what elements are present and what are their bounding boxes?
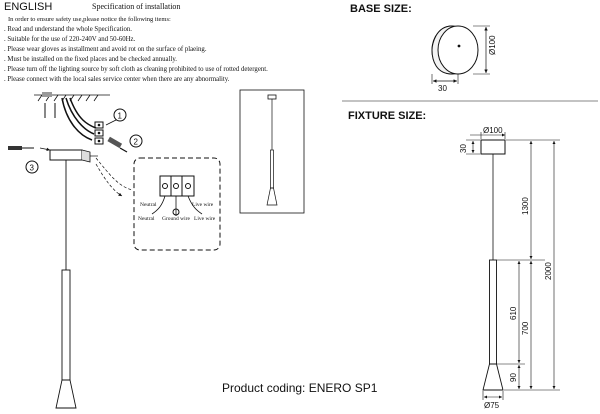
wire-label-neutral: Neutral (138, 216, 155, 222)
base-size-drawing (431, 25, 490, 84)
instruction-item: . Please turn off the lighting source by… (4, 66, 268, 73)
fixture-tube (489, 259, 497, 365)
instruction-item: . Must be installed on the fixed places … (4, 56, 178, 63)
terminal-block (159, 175, 195, 197)
language-label: ENGLISH (4, 1, 53, 13)
fixture-drawing (466, 132, 560, 400)
fixture-size-heading: FIXTURE SIZE: (348, 110, 427, 122)
terminal-parts (94, 121, 104, 145)
fixture-total-label: 2000 (544, 262, 553, 280)
supply-wire (61, 97, 93, 141)
fixture-canopy-label: 30 (459, 144, 468, 153)
instruction-item: . Please connect with the local sales se… (4, 76, 230, 83)
fixture-cone-label: 90 (509, 373, 518, 382)
intro-text: In order to ensure safety use,please not… (8, 16, 171, 23)
wire-label-live: Live wire (194, 216, 216, 222)
wire-label-ground: Ground wire (162, 216, 191, 222)
fixture-body-label: 700 (521, 321, 530, 335)
ceiling-plug (42, 92, 52, 97)
screwdriver-icon (8, 146, 34, 150)
base-height-label: 30 (438, 84, 447, 93)
fixture-cone (482, 363, 504, 391)
pendant-tube (61, 269, 71, 381)
screwdriver-icon (107, 136, 128, 153)
supply-wire (69, 97, 97, 129)
product-coding: Product coding: ENERO SP1 (222, 381, 378, 395)
step-3-label: 3 (30, 164, 35, 173)
canopy (49, 149, 83, 161)
pendant-cone (55, 379, 77, 409)
spec-title: Specification of installation (92, 2, 181, 11)
step-1-label: 1 (118, 112, 123, 121)
wiring-detail-box (133, 157, 221, 251)
instruction-item: . Read and understand the whole Specific… (4, 26, 132, 33)
step-2-label: 2 (134, 138, 139, 147)
fixture-bottom-diameter-label: Ø75 (484, 401, 500, 410)
wire-label-neutral-top: Neutral (140, 202, 157, 208)
supply-wire (65, 97, 95, 135)
wire-label-live-top: Live wire (192, 202, 214, 208)
instruction-item: . Suitable for the use of 220-240V and 5… (4, 36, 136, 43)
instruction-item: . Please wear gloves as installment and … (4, 46, 207, 53)
base-size-heading: BASE SIZE: (350, 3, 412, 15)
fixture-tube-label: 610 (509, 306, 518, 320)
fixture-cable-label: 1300 (521, 197, 530, 215)
base-diameter-label: Ø100 (488, 35, 497, 55)
fixture-top-diameter-label: Ø100 (483, 126, 503, 135)
fixture-canopy (480, 139, 506, 155)
